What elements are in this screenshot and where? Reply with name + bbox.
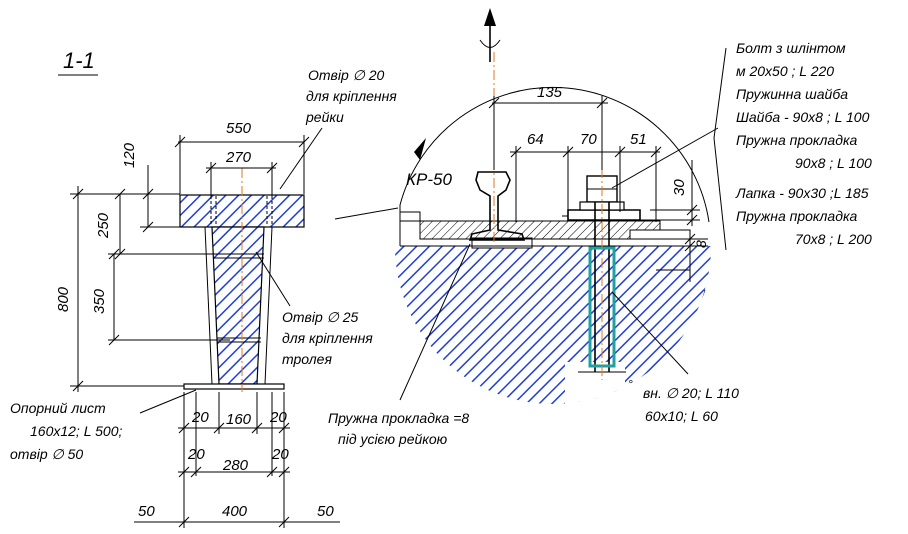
dim-b1-right: 20: [269, 409, 287, 426]
dim-70: 70: [580, 131, 597, 148]
spec-line-1: Болт з шлінтом: [736, 40, 846, 56]
note-base-plate-3: отвір ∅ 50: [10, 446, 83, 462]
dim-b1-left: 20: [191, 409, 209, 426]
sleeve-note-2: 60x10; L 60: [645, 408, 718, 424]
note-base-plate-2: 160x12; L 500;: [30, 423, 122, 439]
axis-arrow-icon: [484, 8, 496, 26]
rail-pad-note-2: під усією рейкою: [338, 431, 448, 447]
dim-b2-mid: 280: [222, 457, 249, 474]
left-top-dims: 550 270: [174, 120, 310, 196]
crane-rail: [468, 171, 526, 241]
dim-b2-left: 20: [187, 446, 205, 463]
note-rail-hole-1: Отвір ∅ 20: [308, 67, 385, 83]
dim-top-width: 550: [226, 120, 252, 137]
note-base-plate-1: Опорний лист: [10, 400, 106, 416]
stem-hatch: [211, 226, 265, 385]
spec-list: Болт з шлінтом м 20x50 ; L 220 Пружинна …: [713, 40, 872, 251]
left-bottom-dims: 20 160 20 20 280 20 50 400 50: [134, 392, 340, 528]
section-title-group: 1-1: [58, 48, 98, 76]
dim-flange-h: 120: [121, 142, 138, 168]
dim-mid-h: 350: [91, 288, 108, 314]
dim-64: 64: [527, 131, 544, 148]
dim-51: 51: [630, 131, 647, 148]
spec-line-8: Пружна прокладка: [736, 208, 858, 224]
sleeve-marker: °: [628, 377, 633, 391]
spec-line-9: 70x8 ; L 200: [795, 231, 872, 247]
detail-view: 135 64 70 51 30 8: [328, 8, 739, 447]
dim-b3-right: 50: [317, 503, 334, 520]
rail-pad-note-1: Пружна прокладка =8: [328, 410, 469, 426]
dim-total-h: 800: [55, 286, 72, 312]
spec-line-4: Шайба - 90x8 ; L 100: [736, 109, 870, 125]
spec-line-7: Лапка - 90x30 ;L 185: [735, 185, 869, 201]
dim-30: 30: [671, 179, 688, 196]
spec-line-2: м 20x50 ; L 220: [736, 63, 834, 79]
dim-135: 135: [537, 84, 563, 101]
section-title: 1-1: [63, 48, 95, 73]
dim-upper-h: 250: [95, 212, 112, 239]
note-trolley-hole-1: Отвір ∅ 25: [282, 309, 359, 325]
spec-line-6: 90x8 ; L 100: [795, 155, 872, 171]
sleeve-note-1: вн. ∅ 20; L 110: [643, 385, 739, 401]
dim-b3-left: 50: [138, 503, 155, 520]
spec-line-5: Пружна прокладка: [736, 132, 858, 148]
note-trolley-hole-2: для кріплення: [282, 330, 373, 346]
dim-8: 8: [693, 240, 709, 248]
note-rail-hole-2: для кріплення: [306, 88, 397, 104]
dim-b1-mid: 160: [226, 411, 252, 428]
base-plate: [183, 383, 285, 390]
dim-b2-right: 20: [271, 446, 289, 463]
spec-line-3: Пружинна шайба: [736, 86, 848, 102]
dim-b3-mid: 400: [222, 503, 248, 520]
left-notes: Отвір ∅ 20 для кріплення рейки Отвір ∅ 2…: [10, 67, 397, 462]
note-trolley-hole-3: тролея: [282, 351, 332, 367]
left-vertical-dims: 120 250 350 800: [55, 142, 260, 392]
arc-arrow-icon: [414, 138, 426, 160]
note-rail-hole-3: рейки: [305, 109, 344, 125]
column-section: [179, 168, 305, 392]
dim-top-inner: 270: [225, 149, 252, 166]
rail-type-label: КР-50: [406, 170, 452, 189]
